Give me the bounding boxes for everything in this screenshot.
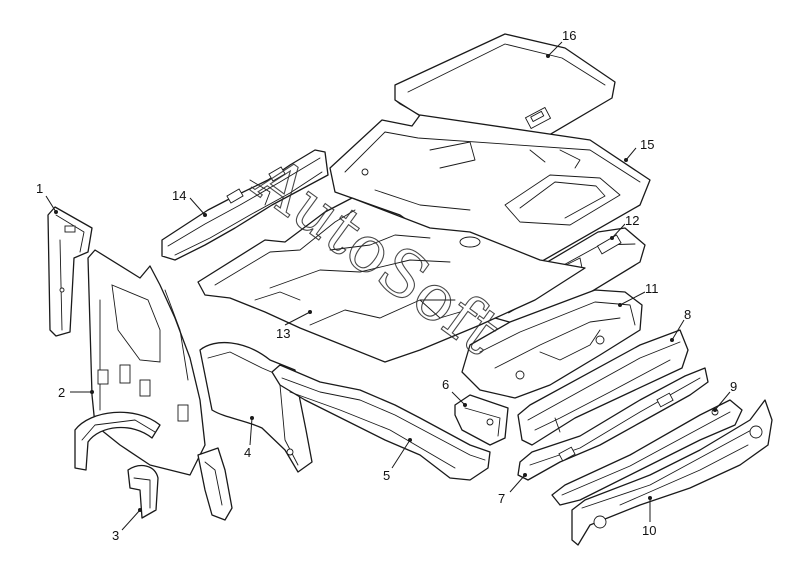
callout-4: 4 [244, 445, 251, 460]
part-10-rear-end-panel[interactable] [571, 399, 773, 546]
callout-16: 16 [562, 28, 576, 43]
callout-2: 2 [58, 385, 65, 400]
callout-labels: 1 2 3 4 5 6 7 8 9 10 11 12 13 14 15 16 [36, 28, 737, 543]
part-11-spare-wheel-tub[interactable] [461, 289, 643, 399]
leader-lines [45, 41, 731, 531]
callout-1: 1 [36, 181, 43, 196]
callout-7: 7 [498, 491, 505, 506]
part-5-side-rail[interactable] [271, 364, 491, 481]
callout-9: 9 [730, 379, 737, 394]
part-13-front-floor-pan[interactable] [197, 197, 586, 363]
part-2-side-panel[interactable] [87, 249, 206, 476]
callout-8: 8 [684, 307, 691, 322]
part-3-wheel-arch[interactable] [74, 411, 233, 521]
part-14-front-cross-member[interactable] [161, 149, 329, 261]
callout-10: 10 [642, 523, 656, 538]
callout-3: 3 [112, 528, 119, 543]
part-7-crossmember[interactable] [517, 367, 709, 481]
callout-12: 12 [625, 213, 639, 228]
part-1-pillar[interactable] [47, 206, 93, 337]
part-8-rear-cross-panel[interactable] [517, 329, 689, 446]
callout-11: 11 [645, 281, 659, 296]
callout-6: 6 [442, 377, 449, 392]
part-15-rear-floor-panel[interactable] [329, 114, 651, 269]
callout-15: 15 [640, 137, 654, 152]
callout-14: 14 [172, 188, 186, 203]
part-6-bracket[interactable] [454, 394, 509, 446]
leader-dots [54, 54, 717, 512]
callout-13: 13 [276, 326, 290, 341]
callout-5: 5 [383, 468, 390, 483]
